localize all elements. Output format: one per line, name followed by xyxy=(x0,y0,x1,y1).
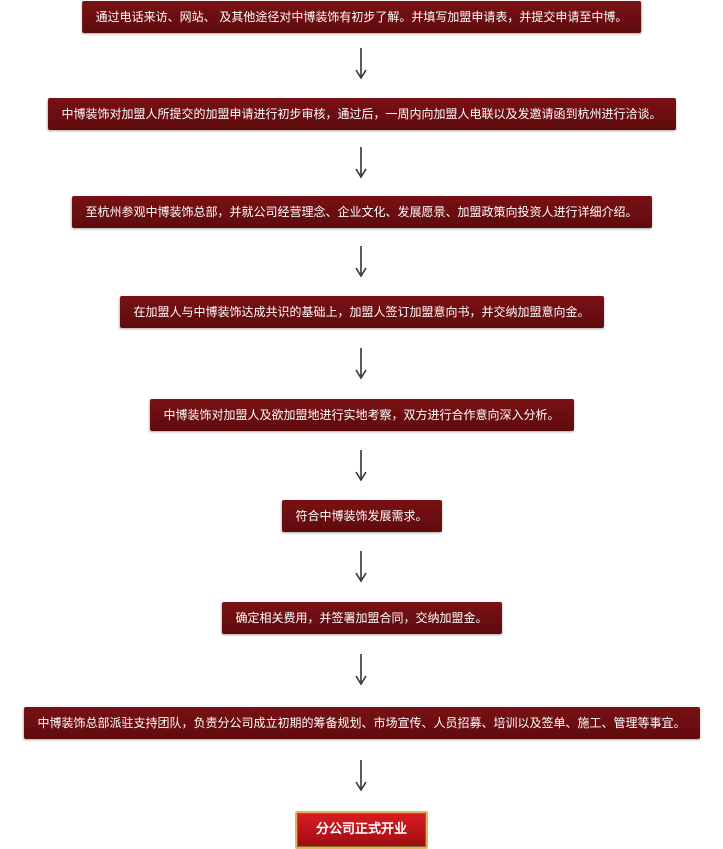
final-step-opening: 分公司正式开业 xyxy=(295,811,428,849)
down-arrow-icon xyxy=(355,654,367,686)
down-arrow-icon xyxy=(355,551,367,583)
flow-step-5: 中博装饰对加盟人及欲加盟地进行实地考察，双方进行合作意向深入分析。 xyxy=(149,399,574,431)
flow-step-3: 至杭州参观中博装饰总部，并就公司经营理念、企业文化、发展愿景、加盟政策向投资人进… xyxy=(71,196,652,228)
down-arrow-icon xyxy=(355,48,367,80)
down-arrow-icon xyxy=(355,450,367,482)
flow-step-2: 中博装饰对加盟人所提交的加盟申请进行初步审核，通过后，一周内向加盟人电联以及发邀… xyxy=(47,98,676,130)
flow-step-4: 在加盟人与中博装饰达成共识的基础上，加盟人签订加盟意向书，并交纳加盟意向金。 xyxy=(119,296,604,328)
down-arrow-icon xyxy=(355,760,367,792)
down-arrow-icon xyxy=(355,147,367,179)
down-arrow-icon xyxy=(355,348,367,380)
flow-step-8: 中博装饰总部派驻支持团队，负责分公司成立初期的筹备规划、市场宣传、人员招募、培训… xyxy=(23,707,700,739)
flow-step-6: 符合中博装饰发展需求。 xyxy=(281,500,442,532)
down-arrow-icon xyxy=(355,246,367,278)
flow-step-7: 确定相关费用，并签署加盟合同，交纳加盟金。 xyxy=(221,602,502,634)
flow-step-1: 通过电话来访、网站、 及其他途径对中博装饰有初步了解。并填写加盟申请表，并提交申… xyxy=(81,1,642,33)
